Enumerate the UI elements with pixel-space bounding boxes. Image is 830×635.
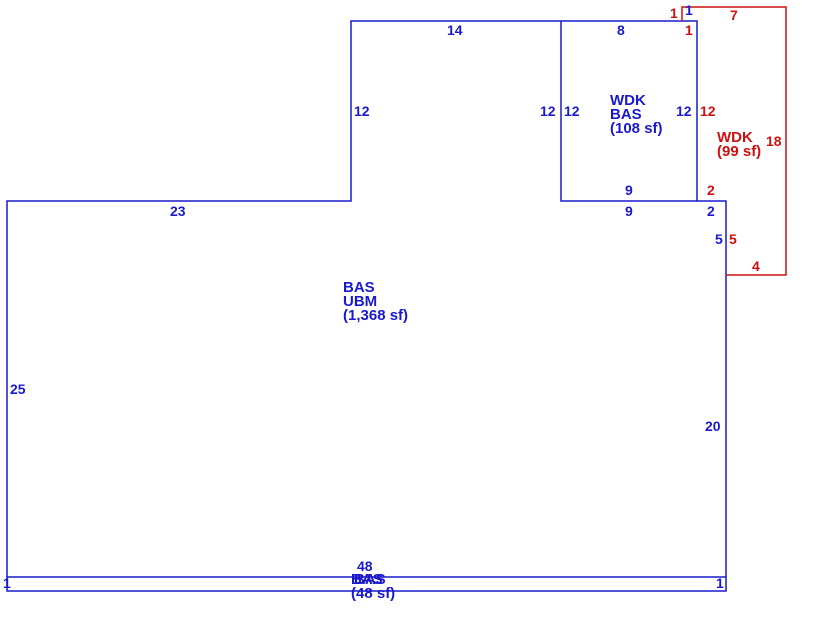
dim-deck-small-a: 1 — [670, 5, 678, 21]
strip-area-code1: BAS — [351, 571, 383, 588]
dim-deck-top: 7 — [730, 7, 738, 23]
strip-area-code2: BAS — [354, 571, 386, 588]
deck-outline — [681, 6, 787, 276]
dim-top-wing: 14 — [447, 22, 463, 38]
deck-area-label: WDK (99 sf) — [717, 129, 761, 160]
upper-area-label: WDK BAS (108 sf) — [610, 92, 663, 137]
dim-inner-left-a: 12 — [540, 103, 556, 119]
deck-perimeter — [681, 6, 787, 276]
main-perimeter — [6, 20, 727, 577]
dim-step-right: 5 — [715, 231, 723, 247]
dim-deck-small-b: 1 — [685, 22, 693, 38]
main-dimension-labels: 14 12 12 12 8 12 9 9 23 25 20 5 2 1 48 1… — [3, 2, 724, 591]
dim-top-small: 1 — [685, 2, 693, 18]
bottom-strip-outline — [6, 576, 727, 592]
strip-area-size: (48 sf) — [351, 585, 395, 602]
main-area-label: BAS UBM (1,368 sf) — [343, 279, 408, 324]
dim-strip-left: 1 — [3, 575, 11, 591]
upper-area-code1: WDK — [610, 92, 646, 109]
main-outline — [6, 20, 727, 592]
dim-box-bottom-a: 9 — [625, 182, 633, 198]
dim-step-top: 2 — [707, 203, 715, 219]
main-area-size: (1,368 sf) — [343, 307, 408, 324]
upper-area-code2: BAS — [610, 106, 642, 123]
dim-deck-step-h: 2 — [707, 182, 715, 198]
dim-main-left: 25 — [10, 381, 26, 397]
dim-deck-right: 18 — [766, 133, 782, 149]
main-area-code2: UBM — [343, 293, 377, 310]
strip-area-label: BAS BAS (48 sf) — [351, 571, 395, 602]
dim-strip-length: 48 — [357, 558, 373, 574]
dim-wing-left: 12 — [354, 103, 370, 119]
dim-deck-step-v: 5 — [729, 231, 737, 247]
dim-main-top: 23 — [170, 203, 186, 219]
dim-box-right: 12 — [676, 103, 692, 119]
deck-area-size: (99 sf) — [717, 143, 761, 160]
dim-deck-bottom: 4 — [752, 258, 760, 274]
deck-dimension-labels: 7 18 4 12 5 2 1 1 — [670, 5, 782, 274]
dim-deck-left: 12 — [700, 103, 716, 119]
upper-area-size: (108 sf) — [610, 120, 663, 137]
main-area-code1: BAS — [343, 279, 375, 296]
dim-inner-left-b: 12 — [564, 103, 580, 119]
dim-strip-right: 1 — [716, 575, 724, 591]
dim-box-bottom-b: 9 — [625, 203, 633, 219]
upper-box-outline — [560, 21, 697, 202]
deck-area-code1: WDK — [717, 129, 753, 146]
dim-main-right: 20 — [705, 418, 721, 434]
dim-box-top: 8 — [617, 22, 625, 38]
